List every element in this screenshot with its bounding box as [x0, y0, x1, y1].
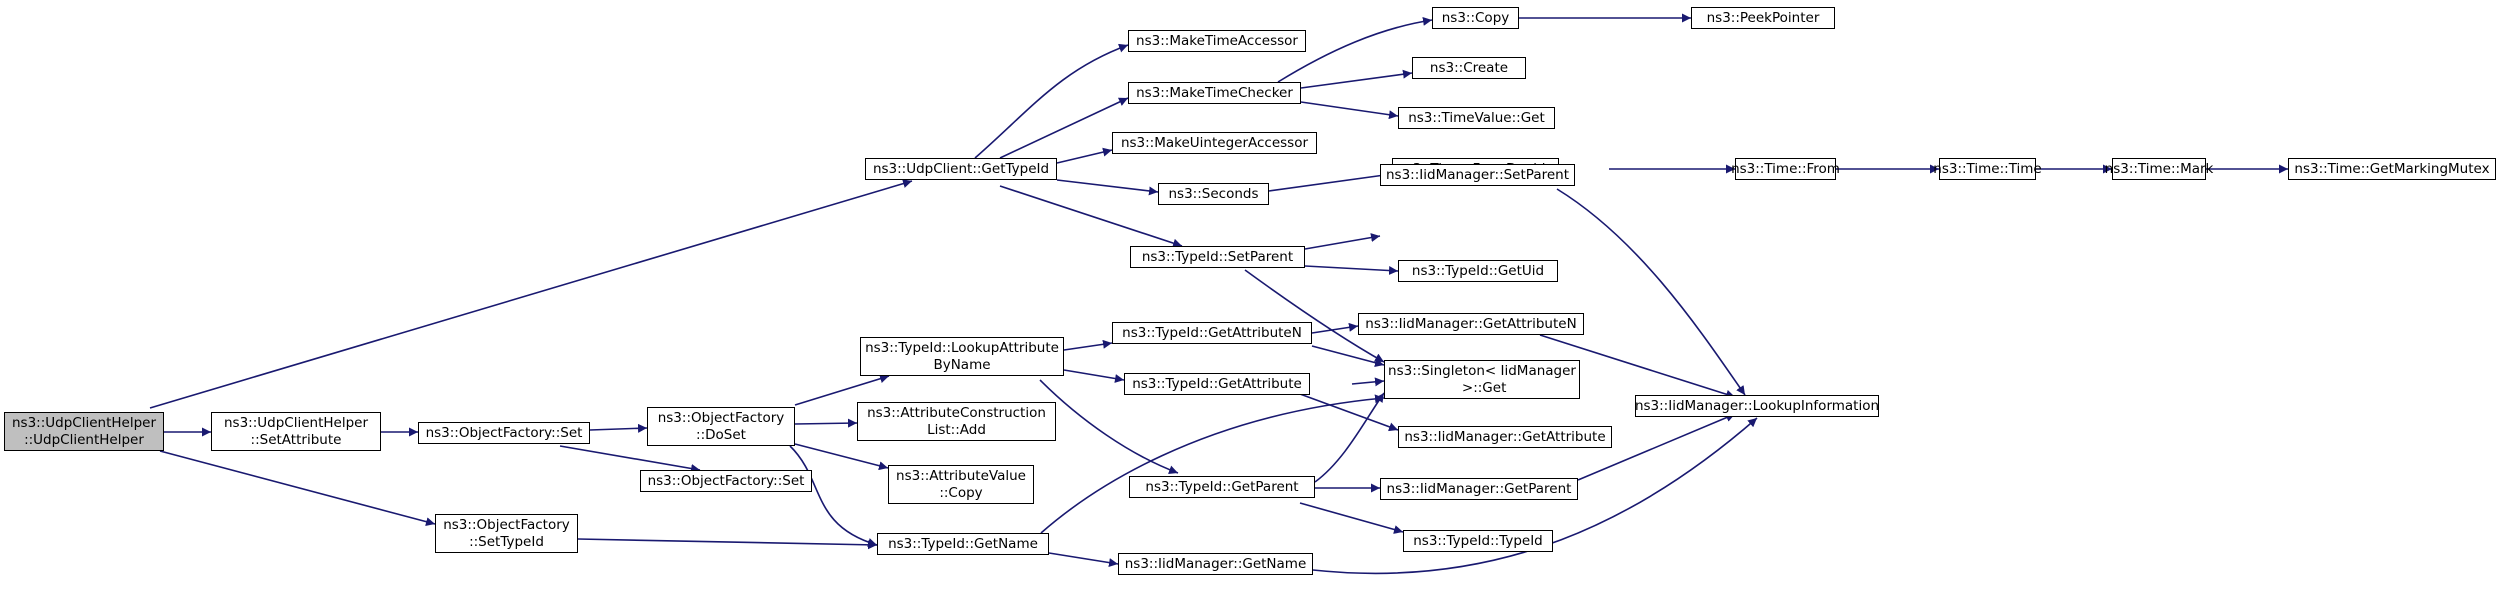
edge-gettypeid-to-maketimechecker	[999, 97, 1129, 159]
node-time-getmarkingmutex[interactable]: ns3::Time::GetMarkingMutex	[2288, 158, 2496, 180]
edge-setparent-to-iidsetparent	[1304, 233, 1381, 250]
node-udpclienthelper-setattribute[interactable]: ns3::UdpClientHelper ::SetAttribute	[211, 412, 381, 451]
edge-getattribute-to-singleton	[1351, 377, 1385, 387]
node-udpclienthelper-ctor: ns3::UdpClientHelper ::UdpClientHelper	[4, 412, 164, 451]
node-makeuintegeraccessor[interactable]: ns3::MakeUintegerAccessor	[1112, 132, 1317, 154]
node-maketimeaccessor[interactable]: ns3::MakeTimeAccessor	[1128, 30, 1306, 52]
edge-iidgetparent-to-lookup	[1577, 413, 1736, 481]
edge-checker-to-copy	[1277, 16, 1433, 83]
edge-getname-to-iidgetname	[1048, 552, 1119, 568]
node-typeid-getname[interactable]: ns3::TypeId::GetName	[877, 533, 1049, 555]
node-iidmanager-getparent[interactable]: ns3::IidManager::GetParent	[1380, 478, 1578, 500]
node-copy[interactable]: ns3::Copy	[1432, 7, 1519, 29]
edge-getattributen-to-singleton	[1311, 345, 1385, 368]
node-udpclient-gettypeid[interactable]: ns3::UdpClient::GetTypeId	[865, 158, 1057, 180]
edge-iidgetattributen-to-lookup	[1539, 334, 1736, 399]
node-iidmanager-getattributen[interactable]: ns3::IidManager::GetAttributeN	[1358, 313, 1584, 335]
edge-doset-to-attrvaluecopy	[794, 443, 889, 471]
edge-doset-to-attrlistadd	[794, 418, 858, 428]
edge-getparent-to-typeidtypeid	[1299, 502, 1404, 534]
node-iidmanager-getattribute[interactable]: ns3::IidManager::GetAttribute	[1398, 426, 1612, 448]
edge-lookupattr-to-getattribute	[1063, 369, 1125, 383]
node-time-time[interactable]: ns3::Time::Time	[1933, 158, 2042, 180]
node-typeid-setparent[interactable]: ns3::TypeId::SetParent	[1130, 246, 1305, 268]
edge-lookupattr-to-getattributen	[1063, 339, 1113, 351]
edge-settypeid-to-getname	[577, 538, 878, 550]
node-seconds[interactable]: ns3::Seconds	[1158, 183, 1269, 205]
edge-checker-to-create	[1300, 69, 1413, 89]
node-objectfactory-set[interactable]: ns3::ObjectFactory::Set	[418, 422, 590, 444]
edge-checker-to-timevalueget	[1300, 101, 1399, 120]
node-typeid-typeid[interactable]: ns3::TypeId::TypeId	[1403, 530, 1553, 552]
node-typeid-lookupattributebyname[interactable]: ns3::TypeId::LookupAttribute ByName	[860, 337, 1064, 376]
node-maketimechecker[interactable]: ns3::MakeTimeChecker	[1128, 82, 1301, 104]
edge-getattribute-to-iidgetattribute	[1299, 393, 1399, 432]
node-create[interactable]: ns3::Create	[1412, 57, 1526, 79]
node-iidmanager-lookupinformation[interactable]: ns3::IidManager::LookupInformation	[1635, 395, 1879, 417]
node-objectfactory-set-2[interactable]: ns3::ObjectFactory::Set	[640, 470, 812, 492]
node-objectfactory-doset[interactable]: ns3::ObjectFactory ::DoSet	[647, 407, 795, 446]
node-peekpointer[interactable]: ns3::PeekPointer	[1691, 7, 1835, 29]
edge-iidgetname-to-lookup	[1312, 417, 1758, 575]
node-time-from[interactable]: ns3::Time::From	[1731, 158, 1840, 180]
edge-ctor-to-settypeid	[159, 450, 436, 527]
node-typeid-getattributen[interactable]: ns3::TypeId::GetAttributeN	[1112, 322, 1312, 344]
node-attributevalue-copy[interactable]: ns3::AttributeValue ::Copy	[888, 465, 1034, 504]
edge-getparent-to-singleton	[1314, 392, 1385, 483]
edge-gettypeid-to-setparent	[999, 185, 1183, 248]
edge-getname-to-singleton	[1040, 394, 1385, 534]
edge-ctor-to-gettypeid	[149, 179, 913, 409]
edge-iidsetparent-to-lookup	[1556, 188, 1746, 396]
node-typeid-getuid[interactable]: ns3::TypeId::GetUid	[1398, 260, 1558, 282]
edge-gettypeid-to-seconds	[1056, 179, 1159, 196]
edge-gettypeid-to-maketimeaccessor	[974, 43, 1129, 159]
node-singleton-get[interactable]: ns3::Singleton< IidManager >::Get	[1384, 360, 1580, 399]
edge-factoryset-to-factoryset2	[559, 445, 701, 473]
node-time-mark[interactable]: ns3::Time::Mark	[2105, 158, 2213, 180]
node-timevalue-get[interactable]: ns3::TimeValue::Get	[1398, 107, 1555, 129]
node-objectfactory-settypeid[interactable]: ns3::ObjectFactory ::SetTypeId	[435, 514, 578, 553]
edge-factoryset-to-doset	[589, 423, 648, 433]
node-iidmanager-getname[interactable]: ns3::IidManager::GetName	[1118, 553, 1313, 575]
edge-doset-to-lookupattr	[794, 374, 890, 406]
node-typeid-getparent[interactable]: ns3::TypeId::GetParent	[1129, 476, 1315, 498]
node-iidmanager-setparent[interactable]: ns3::IidManager::SetParent	[1380, 164, 1575, 186]
edge-getattributen-to-iidgetattributen	[1311, 322, 1359, 334]
node-typeid-getattribute[interactable]: ns3::TypeId::GetAttribute	[1124, 373, 1310, 395]
edge-doset-to-getname	[789, 445, 878, 547]
edge-gettypeid-to-makeuinteger	[1056, 147, 1113, 164]
edge-setparent-to-getuid	[1304, 265, 1399, 276]
edge-setparent-to-singleton	[1244, 269, 1385, 363]
node-attributeconstructionlist-add[interactable]: ns3::AttributeConstruction List::Add	[857, 402, 1056, 441]
edge-lookupattr-to-getparent	[1039, 379, 1179, 475]
edge-seconds-to-fromdouble	[1268, 170, 1393, 192]
